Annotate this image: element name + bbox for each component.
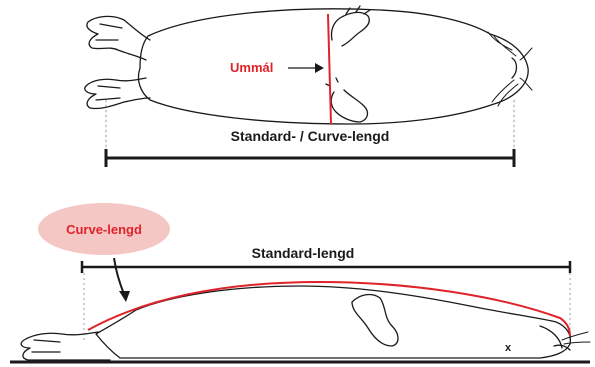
top-length-bar xyxy=(106,149,514,167)
bottom-hind-flipper xyxy=(21,332,110,360)
bottom-seal-head xyxy=(540,326,570,350)
girth-arrow xyxy=(288,63,324,73)
bottom-fore-flipper xyxy=(352,295,398,346)
top-hind-flipper-lower-toes xyxy=(96,86,120,100)
standard-length-label: Standard-lengd xyxy=(252,245,355,261)
curve-length-label: Curve-lengd xyxy=(66,222,142,237)
bottom-hind-flipper-toes xyxy=(32,340,60,352)
top-hind-flipper-lower xyxy=(85,78,150,109)
top-fore-flipper-lower-claws xyxy=(326,78,338,86)
bottom-whiskers xyxy=(562,332,590,344)
girth-label: Ummál xyxy=(230,60,273,75)
top-length-label: Standard- / Curve-lengd xyxy=(231,128,390,144)
curve-length-line xyxy=(88,282,570,336)
standard-length-bar xyxy=(82,261,570,273)
top-fore-flipper-lower xyxy=(331,90,367,122)
girth-line xyxy=(328,14,331,124)
bottom-seal-body-outline xyxy=(96,286,570,358)
top-snout-nose xyxy=(512,58,517,78)
curve-length-arrow xyxy=(114,258,130,302)
top-fore-flipper-upper xyxy=(331,12,369,46)
x-marker: x xyxy=(505,342,512,354)
top-hind-flipper-upper-toes xyxy=(96,24,122,40)
